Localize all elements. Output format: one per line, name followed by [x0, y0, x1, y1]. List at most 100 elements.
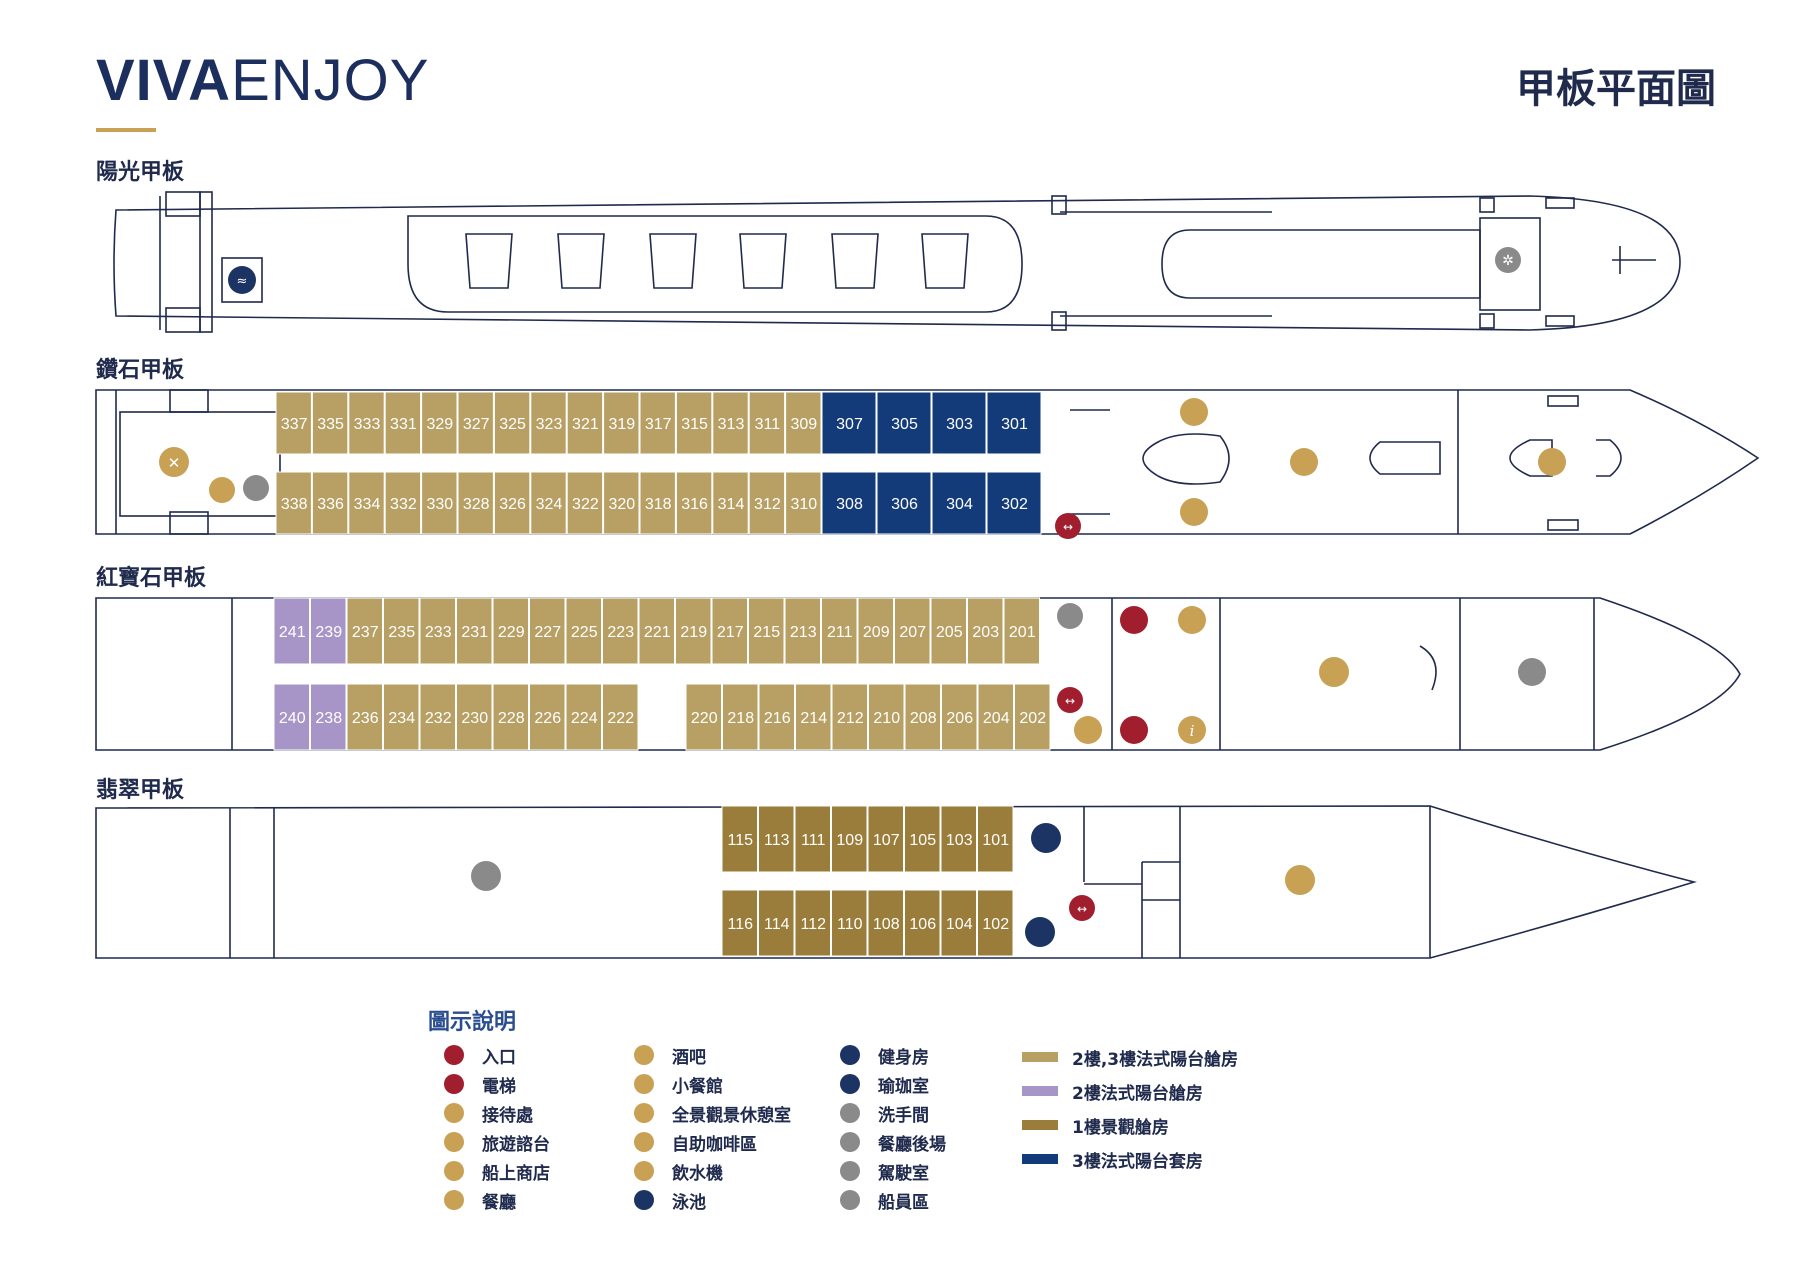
- cabin-number: 324: [536, 496, 563, 513]
- legend-label: 船員區: [878, 1192, 929, 1213]
- cabin-number: 308: [836, 496, 863, 513]
- cabin-number: 305: [891, 416, 918, 433]
- cabin-241: [273, 597, 310, 665]
- legend-label: 自助咖啡區: [672, 1134, 757, 1155]
- bar-icon: [634, 1045, 654, 1065]
- cabin-225: [565, 597, 602, 665]
- cabin-326: [493, 471, 531, 535]
- cabin-number: 303: [946, 416, 973, 433]
- cabin-number: 224: [571, 710, 598, 727]
- elevator-icon: [444, 1074, 464, 1094]
- legend-cabin-item: 2樓,3樓法式陽台艙房: [1022, 1046, 1238, 1070]
- cabin-314: [712, 471, 749, 535]
- cabin-number: 318: [645, 496, 672, 513]
- cabin-223: [602, 597, 639, 665]
- cabin-number: 106: [909, 916, 936, 933]
- cabin-number: 105: [909, 832, 936, 849]
- cabin-202: [1014, 683, 1051, 751]
- cabin-number: 205: [936, 624, 963, 641]
- restroom-icon: [840, 1103, 860, 1123]
- legend-item: 自助咖啡區: [634, 1131, 757, 1155]
- panorama-lounge-icon: [634, 1103, 654, 1123]
- cabin-number: 312: [754, 496, 781, 513]
- cabin-318: [639, 471, 676, 535]
- cabin-number: 102: [982, 916, 1009, 933]
- cabin-329: [421, 391, 458, 455]
- tour-desk-icon: [1178, 716, 1206, 744]
- legend-label: 1樓景觀艙房: [1072, 1117, 1169, 1138]
- cabin-204: [977, 683, 1014, 751]
- cabin-215: [748, 597, 785, 665]
- cabin-236: [346, 683, 383, 751]
- svg-text:≈: ≈: [237, 274, 248, 289]
- cabin-number: 216: [764, 710, 791, 727]
- cabin-number: 317: [645, 416, 672, 433]
- cabin-232: [419, 683, 456, 751]
- cabin-306: [876, 471, 932, 535]
- cabin-208: [904, 683, 941, 751]
- cabin-108: [867, 889, 904, 957]
- legend-item: 全景觀景休憩室: [634, 1102, 791, 1126]
- cabin-number: 330: [426, 496, 453, 513]
- entrance-icon: [1120, 716, 1148, 744]
- cabin-308: [821, 471, 877, 535]
- svg-text:↔: ↔: [1065, 694, 1075, 708]
- cabin-number: 320: [608, 496, 635, 513]
- cabin-210: [868, 683, 905, 751]
- brand-part-2: ENJOY: [231, 48, 430, 113]
- legend-label: 旅遊諮台: [482, 1134, 550, 1155]
- cabin-310: [785, 471, 822, 535]
- crew-area-icon: [840, 1190, 860, 1210]
- cabin-number: 306: [891, 496, 918, 513]
- legend-label: 洗手間: [878, 1105, 929, 1126]
- legend-title: 圖示說明: [428, 1010, 517, 1035]
- cabin-number: 201: [1009, 624, 1036, 641]
- legend-label: 餐廳後場: [878, 1134, 946, 1155]
- buffet-coffee-icon: [634, 1132, 654, 1152]
- cabin-number: 235: [388, 624, 415, 641]
- cabin-number: 325: [499, 416, 526, 433]
- cabin-number: 208: [910, 710, 937, 727]
- cabin-110: [831, 889, 868, 957]
- legend-item: 泳池: [634, 1189, 706, 1213]
- legend-item: 船員區: [840, 1189, 929, 1213]
- deck-label-emerald: 翡翠甲板: [96, 778, 185, 803]
- legend-item: 駕駛室: [840, 1160, 929, 1184]
- restroom-icon: [243, 475, 269, 501]
- cabin-337: [275, 391, 312, 455]
- cabin-103: [940, 805, 977, 873]
- cabin-332: [384, 471, 422, 535]
- cabin-218: [722, 683, 759, 751]
- sun-deck-hull: [113, 195, 1681, 331]
- legend-label: 電梯: [482, 1076, 516, 1097]
- legend-label: 小餐館: [672, 1076, 723, 1097]
- cabin-324: [530, 471, 567, 535]
- elevator-icon: [1057, 687, 1083, 713]
- restaurant-icon: [444, 1190, 464, 1210]
- legend-cabin-item: 3樓法式陽台套房: [1022, 1148, 1203, 1172]
- cabin-227: [529, 597, 566, 665]
- cabin-201: [1003, 597, 1040, 665]
- legend-item: 瑜珈室: [840, 1073, 929, 1097]
- cabin-239: [310, 597, 347, 665]
- cabin-237: [346, 597, 383, 665]
- legend-label: 2樓法式陽台艙房: [1072, 1083, 1203, 1104]
- legend-label: 健身房: [878, 1047, 929, 1068]
- cabin-313: [712, 391, 749, 455]
- cabin-116: [721, 889, 758, 957]
- cabin-114: [758, 889, 795, 957]
- swatch-balcony-2-3: [1022, 1052, 1058, 1062]
- legend-label: 駕駛室: [878, 1163, 929, 1184]
- cabin-number: 206: [946, 710, 973, 727]
- cabin-number: 221: [644, 624, 671, 641]
- cabin-305: [876, 391, 932, 455]
- diamond-deck-hull: [95, 389, 1760, 535]
- cabin-number: 309: [790, 416, 817, 433]
- cabin-number: 328: [463, 496, 490, 513]
- cabin-230: [456, 683, 493, 751]
- legend-label: 全景觀景休憩室: [672, 1105, 791, 1126]
- cabin-315: [675, 391, 713, 455]
- galley-icon: [840, 1132, 860, 1152]
- legend-item: 電梯: [444, 1073, 516, 1097]
